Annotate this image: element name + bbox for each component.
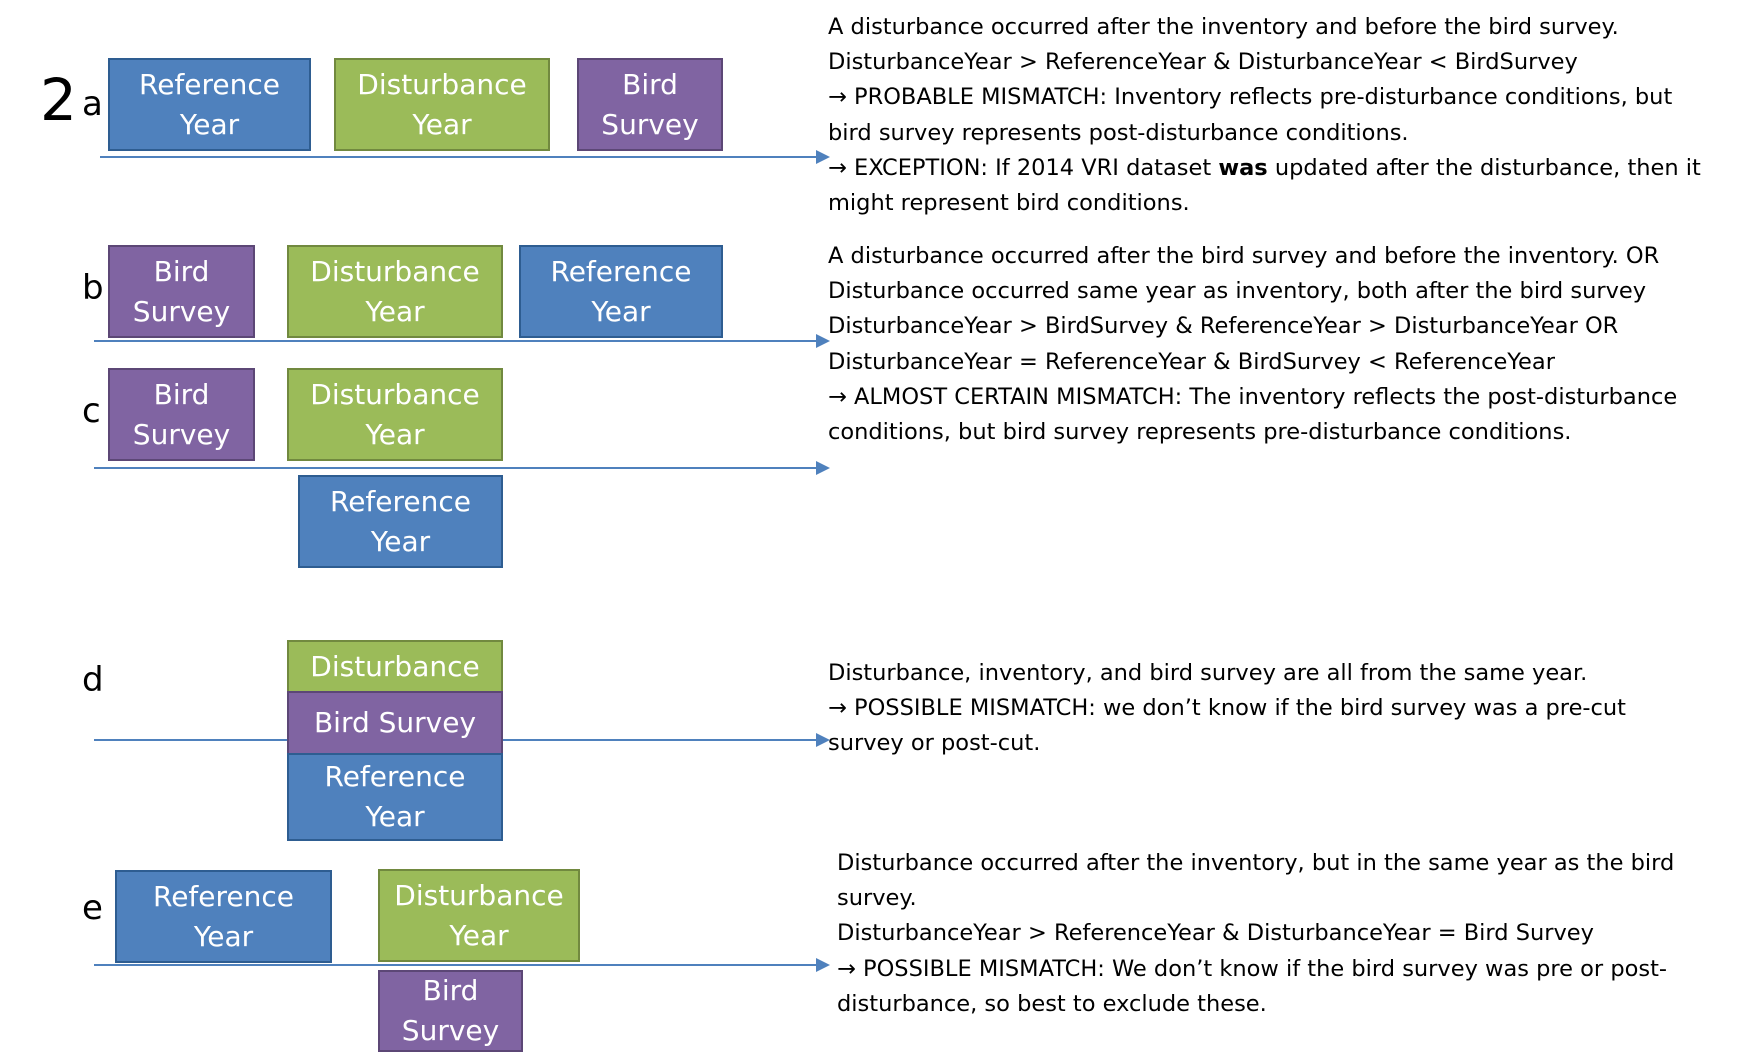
panel-e-description: Disturbance occurred after the inventory…: [837, 846, 1674, 1022]
figure-number: 2: [40, 66, 77, 134]
panel-b-letter: b: [82, 268, 104, 308]
panel-d-text-line2: → POSSIBLE MISMATCH: we don’t know if th…: [828, 695, 1626, 722]
panel-c-bird-line1: Bird: [153, 377, 210, 411]
panel-b-bird-survey-box: Bird Survey: [108, 245, 255, 338]
panel-e-reference-line1: Reference: [153, 879, 294, 913]
panel-a-disturbance-line2: Year: [412, 107, 472, 141]
panel-a-text-line1: A disturbance occurred after the invento…: [828, 14, 1619, 40]
panel-d-reference-line2: Year: [365, 800, 425, 833]
panel-b-text-line6: conditions, but bird survey represents p…: [828, 419, 1572, 446]
panel-b-reference-year-box: Reference Year: [519, 245, 723, 338]
panel-e-bird-line2: Survey: [401, 1014, 500, 1047]
panel-b-timeline-arrowhead: [816, 334, 830, 348]
panel-d-timeline-arrowhead: [816, 733, 830, 747]
panel-a-exception-start: → EXCEPTION: If 2014 VRI dataset: [828, 154, 1219, 181]
panel-e-letter: e: [82, 888, 103, 928]
panel-e-disturbance-year-box: Disturbance Year: [378, 869, 580, 962]
panel-a-reference-line2: Year: [179, 107, 240, 141]
panel-b-text-line3: DisturbanceYear > BirdSurvey & Reference…: [828, 313, 1619, 340]
panel-d-text-line3: survey or post-cut.: [828, 730, 1041, 757]
panel-b-bird-line2: Survey: [132, 294, 231, 328]
panel-c-reference-line1: Reference: [330, 484, 471, 518]
panel-c-bird-survey-box: Bird Survey: [108, 368, 255, 461]
panel-d-letter: d: [82, 660, 104, 700]
panel-b-disturbance-line2: Year: [365, 294, 425, 328]
panel-e-disturbance-line2: Year: [449, 918, 509, 952]
panel-a-reference-year-box: Reference Year: [108, 58, 311, 151]
panel-b-bird-line1: Bird: [153, 254, 210, 288]
panel-a-disturbance-year-box: Disturbance Year: [334, 58, 550, 151]
panel-d-text-line1: Disturbance, inventory, and bird survey …: [828, 660, 1588, 686]
panel-b-reference-line2: Year: [591, 294, 651, 328]
panel-a-exception-end: updated after the disturbance, then it: [1267, 154, 1701, 181]
panel-b-timeline: [94, 340, 818, 342]
panel-d-disturbance-line1: Disturbance: [310, 649, 480, 683]
panel-d-reference-line1: Reference: [324, 760, 466, 793]
panel-e-timeline-arrowhead: [816, 958, 830, 972]
panel-d-bird-line1: Bird Survey: [313, 706, 477, 739]
panel-c-reference-year-box: Reference Year: [298, 475, 503, 568]
panel-a-text-line5: → EXCEPTION: If 2014 VRI dataset was upd…: [828, 151, 1701, 186]
panel-b-disturbance-line1: Disturbance: [310, 254, 480, 288]
panel-e-timeline: [94, 964, 818, 966]
panel-e-bird-survey-box: Bird Survey: [378, 970, 523, 1052]
panel-a-timeline: [100, 156, 818, 158]
panel-a-bird-line2: Survey: [601, 107, 699, 141]
panel-e-text-line4: → POSSIBLE MISMATCH: We don’t know if th…: [837, 955, 1668, 982]
panel-e-text-line2: survey.: [837, 885, 917, 912]
panel-b-text-line4: DisturbanceYear = ReferenceYear & BirdSu…: [828, 348, 1555, 375]
panel-e-reference-year-box: Reference Year: [115, 870, 332, 963]
panel-a-text-line4: bird survey represents post-disturbance …: [828, 119, 1409, 146]
panel-b-reference-line1: Reference: [550, 254, 692, 288]
panel-a-text-line6: might represent bird conditions.: [828, 190, 1190, 217]
panel-a-exception-bold: was: [1218, 154, 1268, 181]
panel-e-disturbance-line1: Disturbance: [394, 878, 564, 912]
panel-b-text-line1: A disturbance occurred after the bird su…: [828, 243, 1660, 269]
panel-c-bird-line2: Survey: [132, 417, 231, 451]
panel-c-timeline: [94, 467, 818, 469]
panel-e-reference-line2: Year: [193, 919, 254, 953]
panel-a-disturbance-line1: Disturbance: [357, 67, 527, 101]
panel-b-text-line5: → ALMOST CERTAIN MISMATCH: The inventory…: [828, 383, 1678, 410]
panel-a-letter: a: [82, 84, 103, 124]
panel-a-text-line2: DisturbanceYear > ReferenceYear & Distur…: [828, 49, 1578, 76]
panel-a-text-line3: → PROBABLE MISMATCH: Inventory reflects …: [828, 84, 1673, 111]
panel-e-text-line1: Disturbance occurred after the inventory…: [837, 850, 1675, 876]
panel-c-disturbance-year-box: Disturbance Year: [287, 368, 503, 461]
panel-d-bird-survey-box: Bird Survey: [287, 691, 503, 755]
panel-d-reference-year-box: Reference Year: [287, 753, 503, 841]
panel-a-bird-survey-box: Bird Survey: [577, 58, 723, 151]
panel-b-disturbance-year-box: Disturbance Year: [287, 245, 503, 338]
panel-a-timeline-arrowhead: [816, 150, 830, 164]
panel-c-disturbance-line1: Disturbance: [310, 377, 480, 411]
panel-e-text-line3: DisturbanceYear > ReferenceYear & Distur…: [837, 920, 1594, 947]
panel-d-disturbance-box: Disturbance: [287, 640, 503, 693]
panel-a-bird-line1: Bird: [622, 67, 678, 101]
panel-e-text-line5: disturbance, so best to exclude these.: [837, 990, 1267, 1017]
panel-c-letter: c: [82, 391, 101, 431]
panel-c-disturbance-line2: Year: [365, 417, 425, 451]
panel-c-timeline-arrowhead: [816, 461, 830, 475]
panel-d-description: Disturbance, inventory, and bird survey …: [828, 656, 1626, 762]
panel-e-bird-line1: Bird: [422, 974, 479, 1007]
panel-b-description: A disturbance occurred after the bird su…: [828, 239, 1677, 450]
panel-a-reference-line1: Reference: [139, 67, 280, 101]
panel-c-reference-line2: Year: [370, 524, 431, 558]
panel-a-description: A disturbance occurred after the invento…: [828, 10, 1701, 221]
panel-b-text-line2: Disturbance occurred same year as invent…: [828, 278, 1647, 305]
